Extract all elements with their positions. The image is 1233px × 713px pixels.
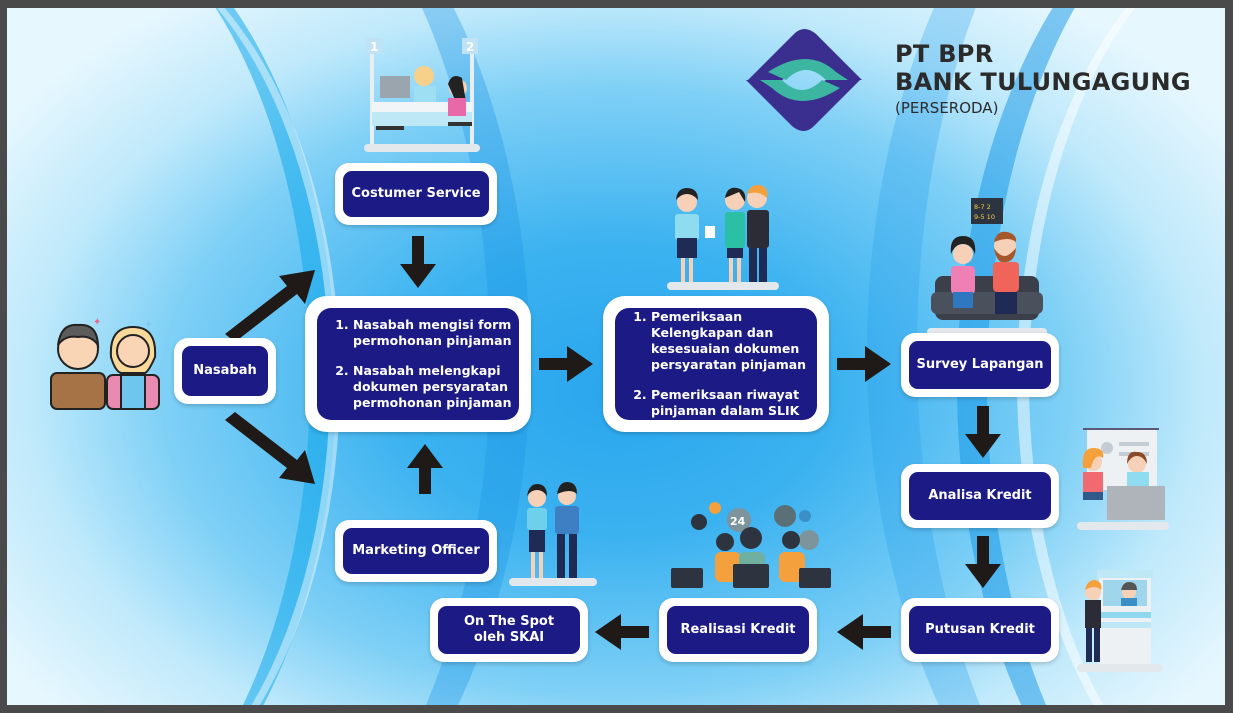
document-check-illustration-icon xyxy=(667,185,779,290)
support-badge: 24 xyxy=(730,515,746,528)
application-step: Nasabah melengkapi dokumen persyaratan p… xyxy=(353,363,519,411)
customers-illustration-icon: ✦ ✦ ✦ xyxy=(50,317,160,410)
verification-steps-list: Pemeriksaan Kelengkapan dan kesesuaian d… xyxy=(627,309,817,419)
node-survey-lapangan: Survey Lapangan xyxy=(901,333,1059,397)
node-on-the-spot-label: On The Spot oleh SKAI xyxy=(438,606,580,654)
company-logo-icon xyxy=(746,29,862,131)
node-realisasi-kredit: Realisasi Kredit xyxy=(659,598,817,662)
company-name-line3: (PERSERODA) xyxy=(895,99,999,117)
node-realisasi-kredit-label: Realisasi Kredit xyxy=(667,606,809,654)
arrow-nasabah-to-cs-icon xyxy=(225,270,315,342)
verification-step: Pemeriksaan riwayat pinjaman dalam SLIK xyxy=(651,387,817,419)
counter-number-2: 2 xyxy=(466,40,474,54)
node-nasabah-label: Nasabah xyxy=(182,346,268,396)
customer-service-desk-illustration-icon: 1 2 xyxy=(364,38,480,152)
credit-analysis-illustration-icon xyxy=(1077,428,1169,530)
field-survey-illustration-icon: 8-7 2 9-5 10 xyxy=(927,198,1047,336)
arrow-verification-to-survey-icon xyxy=(837,346,891,382)
arrow-analisa-to-putusan-icon xyxy=(965,536,1001,588)
node-survey-lapangan-label: Survey Lapangan xyxy=(909,341,1051,389)
verification-step: Pemeriksaan Kelengkapan dan kesesuaian d… xyxy=(651,309,817,373)
arrow-marketing-up-icon xyxy=(407,444,443,494)
application-step: Nasabah mengisi form permohonan pinjaman xyxy=(353,317,519,349)
flow-diagram: PT BPR BANK TULUNGAGUNG (PERSERODA) ✦ ✦ … xyxy=(7,8,1225,705)
node-analisa-kredit-label: Analisa Kredit xyxy=(909,472,1051,520)
arrow-cs-down-icon xyxy=(400,236,436,288)
node-analisa-kredit: Analisa Kredit xyxy=(901,464,1059,528)
on-the-spot-line2: oleh SKAI xyxy=(473,630,545,645)
svg-text:✦: ✦ xyxy=(93,317,101,328)
svg-text:✦: ✦ xyxy=(145,320,152,329)
node-marketing-officer: Marketing Officer xyxy=(335,520,497,582)
company-name-line1: PT BPR xyxy=(895,40,994,68)
node-verification-steps: Pemeriksaan Kelengkapan dan kesesuaian d… xyxy=(603,296,829,432)
on-the-spot-line1: On The Spot xyxy=(463,614,555,629)
node-marketing-officer-label: Marketing Officer xyxy=(343,528,489,574)
scoreboard-row-1: 8-7 2 xyxy=(974,203,991,211)
application-steps-list: Nasabah mengisi form permohonan pinjaman… xyxy=(329,317,519,411)
credit-decision-illustration-icon xyxy=(1077,570,1163,672)
node-costumer-service-label: Costumer Service xyxy=(343,171,489,217)
node-putusan-kredit-label: Putusan Kredit xyxy=(909,606,1051,654)
node-putusan-kredit: Putusan Kredit xyxy=(901,598,1059,662)
node-nasabah: Nasabah xyxy=(174,338,276,404)
arrow-realisasi-to-onthespot-icon xyxy=(595,614,649,650)
node-application-steps: Nasabah mengisi form permohonan pinjaman… xyxy=(305,296,531,432)
support-team-illustration-icon: 24 xyxy=(671,502,831,588)
node-costumer-service: Costumer Service xyxy=(335,163,497,225)
company-name: PT BPR BANK TULUNGAGUNG (PERSERODA) xyxy=(895,40,1191,120)
arrow-survey-to-analisa-icon xyxy=(965,406,1001,458)
arrow-nasabah-to-marketing-icon xyxy=(225,412,315,484)
arrow-putusan-to-realisasi-icon xyxy=(837,614,891,650)
counter-number-1: 1 xyxy=(370,40,378,54)
arrow-application-to-verification-icon xyxy=(539,346,593,382)
scoreboard-row-2: 9-5 10 xyxy=(974,213,995,221)
marketing-officers-illustration-icon xyxy=(509,482,597,586)
company-name-line2: BANK TULUNGAGUNG xyxy=(895,68,1191,96)
node-on-the-spot: On The Spot oleh SKAI xyxy=(430,598,588,662)
